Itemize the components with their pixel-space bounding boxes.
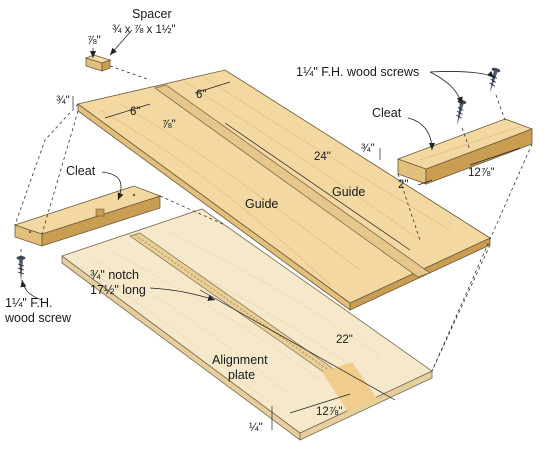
screw-icon [455, 99, 467, 126]
gap-dim: ⅞" [162, 119, 176, 131]
cleat-right [396, 118, 534, 185]
alignment-plate [61, 208, 433, 441]
spacer-dims-label: ¾ x ⅞ x 1½" [112, 24, 176, 36]
notch-label-2: 17½" long [90, 283, 146, 297]
screw-left-label-2: wood screw [4, 311, 72, 325]
screw-icon [489, 67, 501, 94]
guide-board [77, 69, 491, 311]
plate-label-1: Alignment [212, 353, 268, 367]
spacer-width-dim: ⅞" [87, 35, 101, 47]
plate-width-dim: 12⅞" [316, 406, 342, 418]
spacer-block [84, 54, 112, 72]
cleat-width-dim: 2" [398, 179, 408, 191]
leader-lines [20, 29, 495, 301]
guide-width-top-dim: 6" [196, 89, 206, 101]
cleat-right-label: Cleat [372, 106, 402, 120]
plate-label-2: plate [228, 368, 255, 382]
guide-length-dim: 24" [314, 151, 331, 163]
notch-label-1: ¾" notch [90, 268, 139, 282]
guide-right-label: Guide [332, 185, 365, 199]
screw-left-label-1: 1¼" F.H. [5, 296, 53, 310]
guide-left-label: Guide [245, 197, 278, 211]
guide-width-left-dim: 6" [130, 106, 140, 118]
cleat-left [13, 185, 162, 247]
assembly-lines [14, 65, 533, 372]
spacer-label: Spacer [132, 7, 172, 21]
screws-top-label: 1¼" F.H. wood screws [296, 65, 419, 79]
guide-thickness-dim: ¾" [56, 95, 70, 107]
screw-icon [16, 256, 26, 282]
plate-thickness-dim: ¼" [249, 422, 263, 434]
cleat-left-label: Cleat [66, 164, 96, 178]
cleat-thickness-dim: ¾" [361, 143, 375, 155]
cleat-length-dim: 12⅞" [468, 167, 494, 179]
dimension-lines [72, 48, 521, 430]
plate-length-dim: 22" [336, 334, 353, 346]
